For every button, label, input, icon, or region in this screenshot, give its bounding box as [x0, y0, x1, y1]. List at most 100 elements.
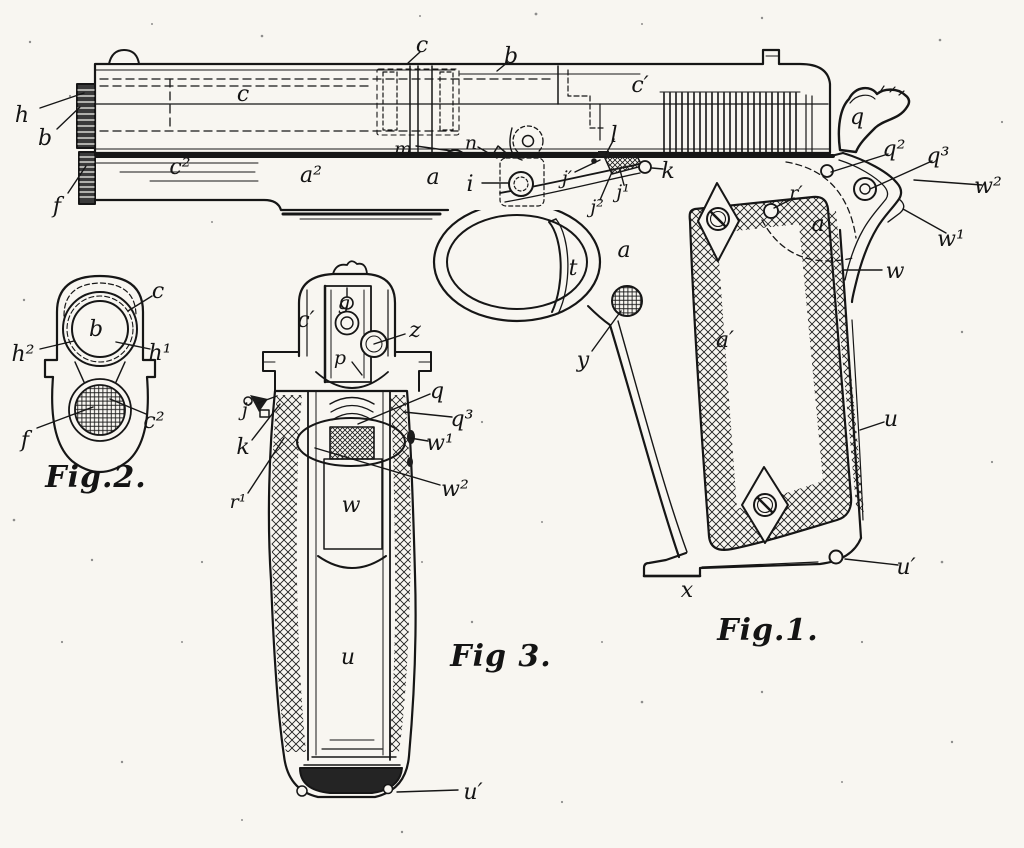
fig1-label-w2: w²	[974, 174, 1002, 199]
fig1-label-b-muzzle: b	[38, 126, 52, 151]
barrel-hidden-lines	[99, 78, 556, 132]
trigger	[548, 218, 569, 315]
stock-panel-outline	[688, 195, 853, 551]
leader-lines	[36, 51, 983, 793]
front-strap	[608, 323, 681, 559]
spring-seat-oval	[296, 417, 406, 467]
fig1-pistol-side-view	[76, 48, 911, 578]
barrel-bore	[71, 300, 129, 358]
pivot-q3	[853, 177, 877, 201]
frame-shoulder-left	[262, 351, 300, 392]
fig3-label-q: q	[430, 379, 444, 404]
slide-front-silhouette	[43, 274, 157, 474]
fig1-label-m: m	[394, 138, 412, 160]
recoil-spring-plug	[78, 151, 96, 205]
fig2-label-c2: c²	[143, 409, 164, 434]
fig1-label-w: w	[886, 259, 905, 284]
fig1-label-c-slide: c	[237, 82, 249, 107]
part-labels: h b f c² c a² a c b m n l i j′ j² j¹ k q…	[12, 33, 1002, 805]
fig1-label-j2: j²	[586, 196, 604, 218]
fig1-label-u-prime: u′	[896, 555, 915, 580]
fig3-label-k: k	[236, 435, 249, 460]
fig2-label-b: b	[89, 317, 103, 342]
pin-q2	[820, 164, 834, 178]
bushing-ring	[62, 291, 138, 367]
fig1-caption: Fig.1.	[716, 613, 818, 648]
fig1-label-a-rear: a	[811, 212, 824, 237]
fig2-label-h1: h¹	[149, 341, 172, 366]
stock-diamond-bottom	[741, 466, 789, 544]
grip-safety	[830, 151, 905, 304]
fig1-label-j1: j¹	[612, 181, 630, 203]
grip-hatch-left	[271, 395, 306, 752]
firing-pin-p	[334, 310, 360, 336]
paper-speckles	[12, 12, 1004, 834]
firing-pin-stop	[332, 260, 368, 275]
fig3-label-u: u	[341, 645, 355, 670]
fig3-label-r1: r¹	[230, 491, 247, 513]
fig3-label-g: g	[338, 292, 350, 314]
fig3-grip-section-view	[243, 260, 432, 799]
fig3-label-w: w	[342, 493, 361, 518]
fig3-label-p: p	[334, 347, 346, 369]
frame-front	[86, 154, 611, 326]
fig3-label-j-prime: j′	[238, 399, 253, 421]
fig1-label-q2: q²	[883, 137, 906, 162]
fig1-label-y: y	[576, 348, 590, 373]
fig1-label-c-top: c	[416, 33, 428, 58]
lanyard-ring	[828, 549, 844, 565]
latch-part	[250, 395, 268, 412]
barrel-bushing	[76, 83, 96, 149]
fig1-label-r-prime: r′	[789, 182, 803, 204]
grip-hatch-right	[389, 395, 411, 752]
grip-tube-outline	[267, 389, 417, 799]
fig3-caption: Fig 3.	[449, 639, 551, 674]
fig1-label-u: u	[884, 407, 898, 432]
fig1-label-k: k	[661, 159, 674, 184]
fig1-label-a2: a²	[300, 163, 322, 188]
hammer	[837, 85, 911, 154]
slide-serrations	[659, 91, 813, 153]
fig1-label-l: l	[610, 123, 617, 148]
fig1-label-n: n	[465, 132, 477, 154]
slide	[76, 48, 835, 205]
fig1-label-a-prime: a′	[716, 328, 734, 353]
fig1-label-x: x	[681, 578, 694, 603]
stock-panel-hatching	[689, 196, 852, 550]
part-m	[445, 149, 465, 155]
fig1-label-c2: c²	[169, 155, 190, 180]
fig1-label-i: i	[466, 172, 473, 197]
fig3-label-w1: w¹	[426, 431, 454, 456]
pin-r-prime	[763, 203, 779, 219]
trigger-guard-inner	[446, 214, 588, 310]
fig3-label-z: z	[408, 318, 421, 343]
frame-shoulder-right	[394, 351, 432, 392]
fig1-label-t: t	[569, 256, 578, 281]
plug-hatched	[329, 426, 375, 460]
fig2-label-c: c	[152, 279, 164, 304]
pin-k	[638, 160, 652, 174]
fig3-label-u-prime: u′	[463, 780, 482, 805]
magazine-base-plate	[299, 767, 403, 794]
fig1-label-q: q	[850, 105, 864, 130]
fig1-label-w1: w¹	[937, 227, 965, 252]
fig1-label-j-prime: j′	[558, 167, 573, 189]
fig3-label-c-prime: c′	[297, 308, 314, 333]
barrel-link	[509, 125, 544, 161]
fig1-label-a-frame: a	[426, 165, 439, 190]
breech-block	[557, 65, 607, 141]
fig3-label-w2: w²	[441, 477, 469, 502]
recoil-spring-coils	[329, 396, 375, 405]
fig2-label-h2: h²	[12, 342, 35, 367]
fig2-muzzle-front-view	[43, 274, 157, 474]
plug-ring	[68, 378, 132, 442]
fig2-caption: Fig.2.	[44, 460, 146, 495]
front-sight	[108, 49, 140, 65]
fig1-label-b-top: b	[504, 44, 518, 69]
mainspring-housing	[838, 228, 863, 540]
plug-checkering	[74, 384, 126, 436]
fig1-label-h: h	[15, 103, 29, 128]
fig1-label-a-grip: a	[617, 238, 630, 263]
